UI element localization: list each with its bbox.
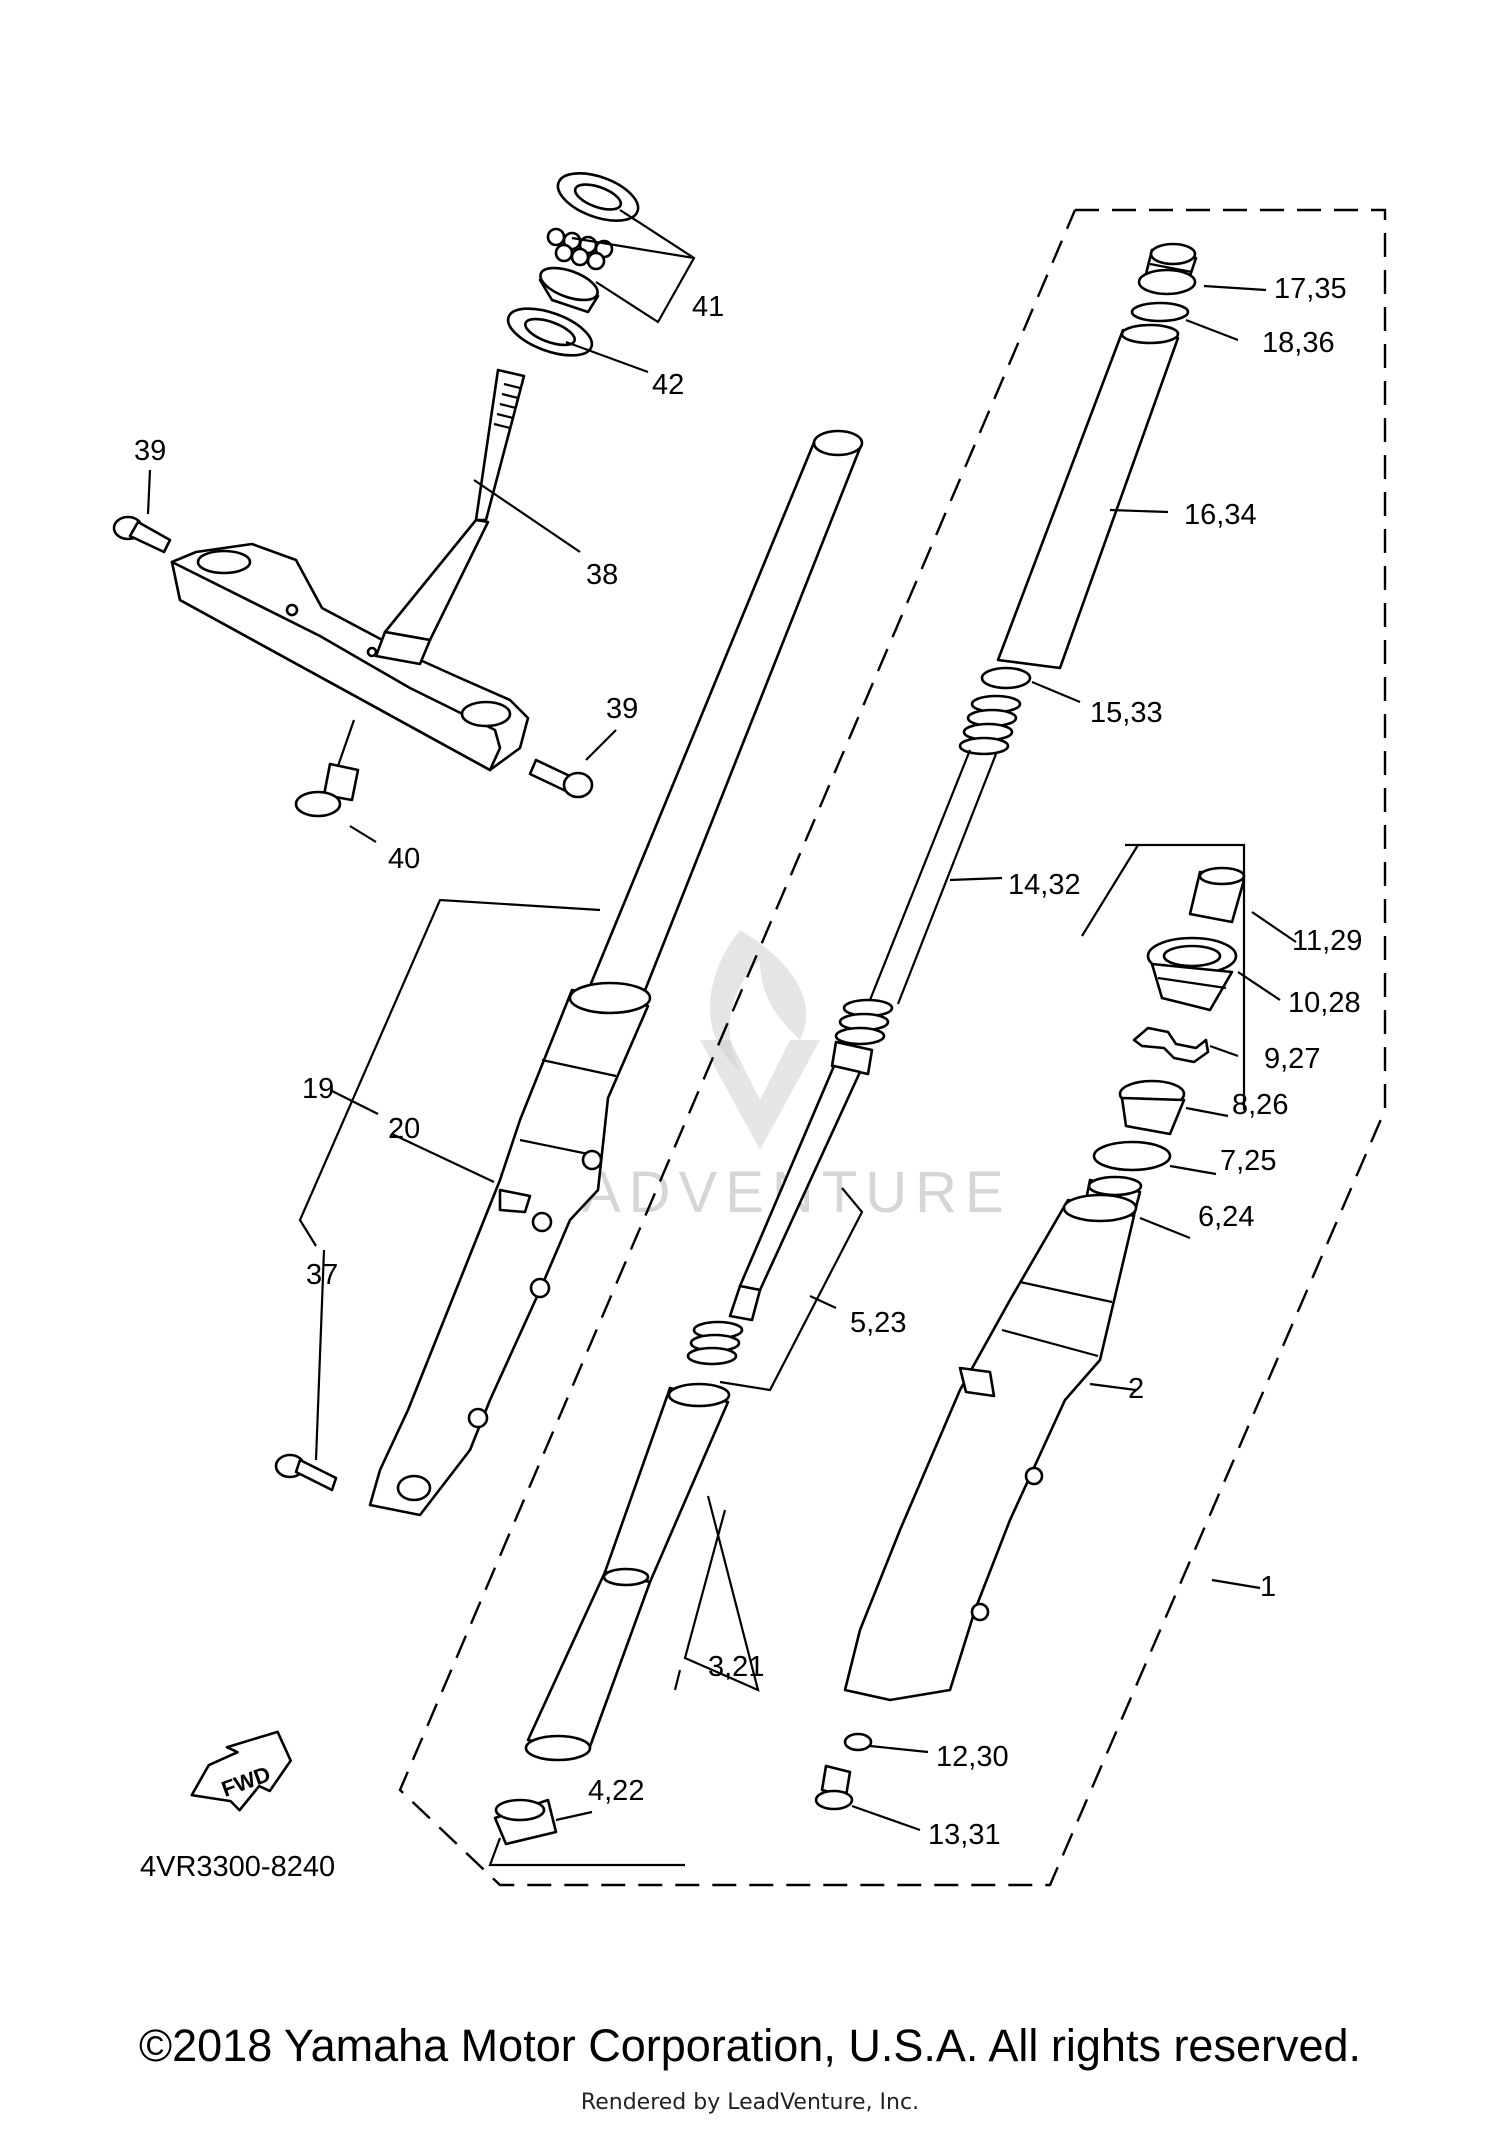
clip-9 xyxy=(1132,1026,1210,1064)
oil-seal-41 xyxy=(556,172,640,222)
callout-6-24: 6,24 xyxy=(1198,1201,1254,1233)
leader-lines xyxy=(146,209,1297,1867)
fwd-arrow-icon: FWD xyxy=(190,1730,292,1812)
metal-slide-11 xyxy=(1188,866,1246,924)
bolt-37 xyxy=(274,1453,338,1492)
callout-39-lower: 39 xyxy=(606,693,638,725)
callout-42: 42 xyxy=(652,369,684,401)
callout-5-23: 5,23 xyxy=(850,1307,906,1339)
callout-11-29: 11,29 xyxy=(1292,925,1362,957)
callout-13-31: 13,31 xyxy=(928,1819,1001,1851)
callout-39-upper: 39 xyxy=(134,435,166,467)
spring-16-tube xyxy=(996,323,1180,670)
spring-14-coils xyxy=(834,694,1022,1046)
copyright-notice: ©2018 Yamaha Motor Corporation, U.S.A. A… xyxy=(138,2020,1362,2071)
callout-1: 1 xyxy=(1260,1571,1276,1603)
callout-18-36: 18,36 xyxy=(1262,327,1335,359)
bolt-13 xyxy=(814,1764,854,1811)
callout-3-21: 3,21 xyxy=(708,1651,764,1683)
callout-2: 2 xyxy=(1128,1373,1144,1405)
callout-20: 20 xyxy=(388,1113,420,1145)
oil-seal-10 xyxy=(1146,936,1238,1012)
outer-tube-20 xyxy=(368,981,652,1517)
callout-9-27: 9,27 xyxy=(1264,1043,1320,1075)
washer-7 xyxy=(1092,1140,1172,1172)
bolt-39-lower xyxy=(528,758,594,799)
piece-4 xyxy=(493,1798,558,1846)
bearing-balls-41 xyxy=(546,227,614,271)
callout-19: 19 xyxy=(302,1073,334,1105)
under-bracket-38 xyxy=(170,542,530,772)
washer-12 xyxy=(843,1732,873,1752)
callout-40: 40 xyxy=(388,843,420,875)
callout-14-32: 14,32 xyxy=(1008,869,1081,901)
callout-37: 37 xyxy=(306,1259,338,1291)
cap-bolt-17 xyxy=(1137,242,1198,296)
bearing-race-41 xyxy=(538,266,600,314)
cylinder-3 xyxy=(524,1382,731,1762)
callout-4-22: 4,22 xyxy=(588,1775,644,1807)
watermark-logo xyxy=(700,930,820,1150)
diagram-code: 4VR3300-8240 xyxy=(140,1851,335,1883)
rendered-by-notice: Rendered by LeadVenture, Inc. xyxy=(580,2090,920,2115)
o-ring-18 xyxy=(1130,301,1190,323)
assembly-boundary xyxy=(398,208,1387,1887)
bolt-39-upper xyxy=(112,515,172,554)
callout-10-28: 10,28 xyxy=(1288,987,1361,1019)
outer-tube-2 xyxy=(843,1193,1138,1702)
callout-38: 38 xyxy=(586,559,618,591)
steering-stem-38 xyxy=(374,368,526,666)
dust-seal-8 xyxy=(1118,1079,1186,1136)
callout-7-25: 7,25 xyxy=(1220,1145,1276,1177)
callout-16-34: 16,34 xyxy=(1184,499,1257,531)
damper-rod-5 xyxy=(686,1040,874,1366)
callout-15-33: 15,33 xyxy=(1090,697,1163,729)
washer-15 xyxy=(980,666,1032,690)
callout-8-26: 8,26 xyxy=(1232,1089,1288,1121)
callout-12-30: 12,30 xyxy=(936,1741,1009,1773)
callout-41: 41 xyxy=(692,291,724,323)
collar-40 xyxy=(294,762,360,818)
callout-17-35: 17,35 xyxy=(1274,273,1347,305)
